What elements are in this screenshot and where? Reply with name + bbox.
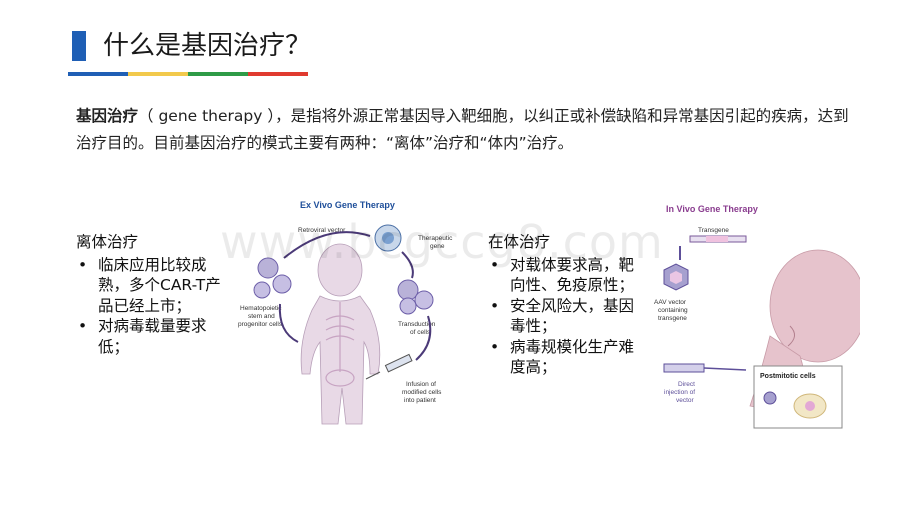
stem-cells-icon bbox=[253, 257, 292, 299]
ear-icon bbox=[787, 325, 795, 347]
vector-label: Retroviral vector bbox=[298, 227, 346, 234]
cycle-arrows-icon bbox=[278, 231, 432, 361]
gene-label-2: gene bbox=[430, 243, 445, 250]
injection-label-1: Direct bbox=[678, 381, 695, 388]
injection-label-3: vector bbox=[676, 397, 695, 404]
injection-syringe-icon bbox=[663, 363, 747, 373]
list-item: 安全风险大，基因毒性； bbox=[488, 296, 638, 337]
cells-label-3: progenitor cells bbox=[238, 321, 283, 328]
title-accent-bar bbox=[72, 31, 86, 61]
aav-label-2: containing bbox=[658, 307, 688, 314]
transduction-label-2: of cells bbox=[410, 329, 431, 336]
skeleton-icon bbox=[325, 302, 355, 387]
list-item: 临床应用比较成熟，多个CAR-T产品已经上市； bbox=[76, 255, 236, 317]
svg-text:Transduction of cells: Transduction of cells bbox=[398, 321, 437, 336]
infusion-label-2: modified cells bbox=[402, 389, 442, 396]
postmitotic-label: Postmitotic cells bbox=[760, 373, 816, 380]
in-vivo-diagram: In Vivo Gene Therapy Transgene AAV vecto… bbox=[654, 204, 860, 429]
aav-vector-icon bbox=[663, 263, 689, 291]
injection-label-2: injection of bbox=[664, 389, 695, 396]
transduced-cells-icon bbox=[397, 279, 434, 315]
intro-paren: （ gene therapy ） bbox=[138, 107, 276, 125]
slide-title: 什么是基因治疗？ bbox=[103, 31, 312, 61]
accent-rule-blue bbox=[68, 72, 128, 76]
cells-label-1: Hematopoietic bbox=[240, 305, 282, 312]
postmitotic-cells-inset bbox=[753, 365, 843, 429]
list-item: 对载体要求高，靶向性、免疫原性； bbox=[488, 255, 638, 296]
accent-rule-green bbox=[188, 72, 248, 76]
in-vivo-bullets: 对载体要求高，靶向性、免疫原性； 安全风险大，基因毒性； 病毒规模化生产难度高； bbox=[488, 255, 638, 378]
in-vivo-heading: 在体治疗 bbox=[488, 233, 551, 251]
intro-term: 基因治疗 bbox=[76, 107, 139, 125]
transduction-label-1: Transduction bbox=[398, 321, 436, 328]
ex-vivo-bullets: 临床应用比较成熟，多个CAR-T产品已经上市； 对病毒载量要求低； bbox=[76, 255, 236, 358]
accent-rule-red bbox=[248, 72, 308, 76]
infusion-label-1: Infusion of bbox=[406, 381, 436, 388]
intro-text: ，是指将外源正常基因导入靶细胞，以纠正或补偿缺陷和异常基因引起的疾病，达到治疗目… bbox=[76, 107, 849, 152]
ex-vivo-notes: 离体治疗 临床应用比较成熟，多个CAR-T产品已经上市； 对病毒载量要求低； bbox=[76, 232, 236, 357]
svg-text:Direct injection of ve: Direct injection of vector bbox=[664, 381, 697, 404]
svg-text:Infusion of modified cells: Infusion of modified cells into patient bbox=[402, 381, 443, 404]
ex-vivo-title: Ex Vivo Gene Therapy bbox=[300, 200, 395, 210]
list-item: 对病毒载量要求低； bbox=[76, 316, 236, 357]
in-vivo-title: In Vivo Gene Therapy bbox=[666, 204, 758, 214]
retroviral-vector-icon bbox=[374, 224, 402, 252]
gene-label-1: Therapeutic bbox=[418, 235, 453, 242]
svg-text:AAV vector containing: AAV vector containing transgene bbox=[654, 299, 689, 322]
transgene-label: Transgene bbox=[698, 227, 729, 234]
infusion-label-3: into patient bbox=[404, 397, 436, 404]
syringe-icon bbox=[365, 353, 413, 380]
accent-rule-yellow bbox=[128, 72, 188, 76]
ex-vivo-heading: 离体治疗 bbox=[76, 233, 139, 251]
intro-paragraph: 基因治疗（ gene therapy ），是指将外源正常基因导入靶细胞，以纠正或… bbox=[76, 103, 856, 157]
ex-vivo-diagram: Ex Vivo Gene Therapy Hematopoietic stem … bbox=[238, 200, 454, 425]
in-vivo-notes: 在体治疗 对载体要求高，靶向性、免疫原性； 安全风险大，基因毒性； 病毒规模化生… bbox=[488, 232, 638, 378]
watermark: www.bcgccg8.com bbox=[220, 215, 664, 269]
list-item: 病毒规模化生产难度高； bbox=[488, 337, 638, 378]
aav-label-1: AAV vector bbox=[654, 299, 687, 306]
aav-label-3: transgene bbox=[658, 315, 687, 322]
svg-text:Hematopoietic stem and: Hematopoietic stem and progenitor cells bbox=[238, 305, 283, 328]
cells-label-2: stem and bbox=[248, 313, 275, 320]
svg-text:Therapeutic gene: Therapeutic gene bbox=[418, 235, 454, 250]
